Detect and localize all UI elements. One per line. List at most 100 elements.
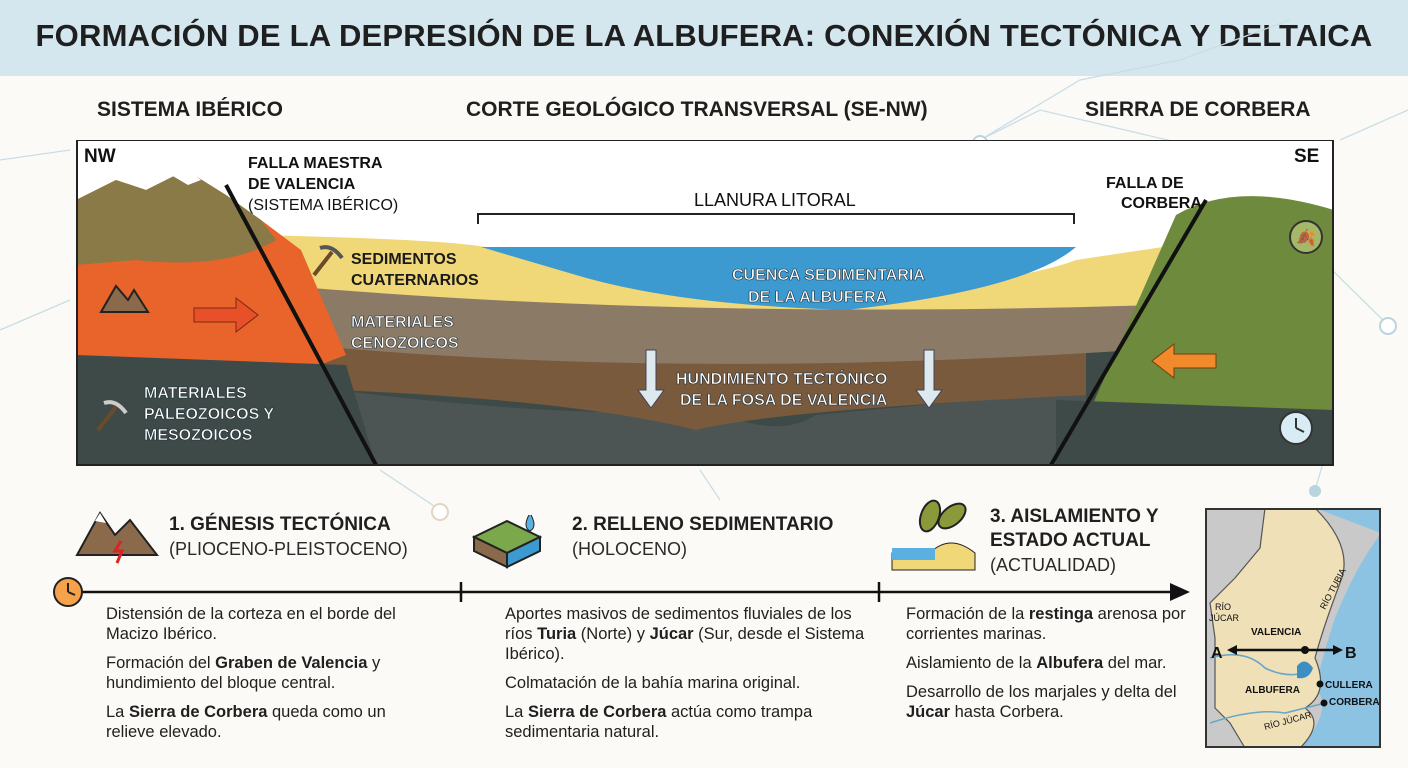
svg-text:MESOZOICOS: MESOZOICOS xyxy=(144,427,253,444)
text-segment: La xyxy=(505,703,528,721)
header-sistema-iberico: SISTEMA IBÉRICO xyxy=(97,98,283,121)
timeline xyxy=(53,577,1190,607)
falla-corbera-line xyxy=(1049,198,1208,465)
cenozoicos-label: MATERIALES xyxy=(351,314,454,331)
map-label-valencia: VALENCIA xyxy=(1251,627,1301,638)
text-segment: Colmatación de la bahía marina original. xyxy=(505,674,801,692)
text-segment: del mar. xyxy=(1103,654,1167,672)
highlight-term: Júcar xyxy=(649,625,694,643)
hundimiento-label: HUNDIMIENTO TECTÓNICO xyxy=(676,369,887,388)
text-segment: actúa como trampa sedimentaria natural. xyxy=(505,703,813,741)
svg-text:(SISTEMA IBÉRICO): (SISTEMA IBÉRICO) xyxy=(248,195,398,214)
location-map: A B VALENCIA ALBUFERA CULLERA CORBERA RÍ… xyxy=(1205,508,1381,748)
geologic-cross-section: 🍂 NW SE FALLA MAESTRA DE VALENCIA (SISTE… xyxy=(76,140,1334,466)
map-point-b: B xyxy=(1345,645,1357,662)
highlight-term: Sierra de Corbera xyxy=(527,703,667,721)
subsidence-arrow xyxy=(915,349,943,409)
map-label-rio-jucar: RÍO xyxy=(1215,602,1231,612)
paleozoicos-label: MATERIALES xyxy=(144,385,247,402)
stage-2-header: 2. RELLENO SEDIMENTARIO (HOLOCENO) xyxy=(572,513,833,561)
stage-paragraph: Formación del Graben de Valencia y hundi… xyxy=(106,653,436,693)
stage-paragraph: La Sierra de Corbera actúa como trampa s… xyxy=(505,702,865,742)
stage-paragraph: Distensión de la corteza en el borde del… xyxy=(106,604,436,644)
stage-2-description: Aportes masivos de sedimentos fluviales … xyxy=(505,604,865,751)
stage-3-title: 3. AISLAMIENTO Y xyxy=(990,506,1159,527)
terrain-water-drop-icon xyxy=(472,515,542,569)
llanura-label: LLANURA LITORAL xyxy=(694,190,856,210)
stage-3-description: Formación de la restinga arenosa por cor… xyxy=(906,604,1196,731)
pickaxe-icon xyxy=(96,400,128,432)
stage-1-subtitle: (PLIOCENO-PLEISTOCENO) xyxy=(169,539,408,559)
compression-arrow-left xyxy=(1151,342,1217,380)
svg-text:CUATERNARIOS: CUATERNARIOS xyxy=(351,272,479,289)
stage-1-title: 1. GÉNESIS TECTÓNICA xyxy=(169,514,391,535)
text-segment: y hundimiento del bloque central. xyxy=(106,654,381,692)
text-segment: hasta Corbera. xyxy=(950,703,1064,721)
albufera-lagoon xyxy=(1297,661,1313,679)
svg-text:🍂: 🍂 xyxy=(1296,228,1316,247)
map-label-corbera: CORBERA xyxy=(1329,697,1380,708)
mountain-icon xyxy=(99,284,150,313)
clock-icon xyxy=(53,577,83,607)
stage-paragraph: Formación de la restinga arenosa por cor… xyxy=(906,604,1196,644)
stage-paragraph: Aislamiento de la Albufera del mar. xyxy=(906,653,1196,673)
subsidence-arrow xyxy=(637,349,665,409)
highlight-term: Sierra de Corbera xyxy=(128,703,268,721)
text-segment: (Norte) y xyxy=(576,625,650,643)
se-label: SE xyxy=(1294,146,1319,167)
stage-paragraph: Desarrollo de los marjales y delta del J… xyxy=(906,682,1196,722)
pickaxe-icon xyxy=(312,245,344,277)
corbera-block xyxy=(1066,196,1334,465)
leaves-beach-icon xyxy=(891,499,976,571)
stage-2-subtitle: (HOLOCENO) xyxy=(572,539,688,559)
sedimentos-label: SEDIMENTOS xyxy=(351,251,457,268)
highlight-term: restinga xyxy=(1028,605,1094,623)
text-segment: Aportes masivos de sedimentos fluviales … xyxy=(505,605,852,643)
highlight-term: Graben de Valencia xyxy=(215,654,368,672)
text-segment: (Sur, desde el Sistema Ibérico). xyxy=(505,625,865,663)
svg-text:JÚCAR: JÚCAR xyxy=(1209,613,1240,623)
stage-paragraph: Aportes masivos de sedimentos fluviales … xyxy=(505,604,865,664)
timeline-arrow-icon xyxy=(1170,583,1190,601)
leaf-icon: 🍂 xyxy=(1289,220,1323,254)
text-segment: La xyxy=(106,703,129,721)
map-point-a: A xyxy=(1211,645,1223,662)
highlight-term: Albufera xyxy=(1036,654,1104,672)
map-label-cullera: CULLERA xyxy=(1325,680,1373,691)
header-corte-geologico: CORTE GEOLÓGICO TRANSVERSAL (SE-NW) xyxy=(466,98,928,121)
compression-arrow-right xyxy=(193,296,259,334)
svg-text:CORBERA: CORBERA xyxy=(1121,195,1202,212)
cuenca-label: CUENCA SEDIMENTARIA xyxy=(732,267,925,284)
page-title: FORMACIÓN DE LA DEPRESIÓN DE LA ALBUFERA… xyxy=(35,18,1373,53)
clock-icon xyxy=(1279,411,1313,445)
text-segment: arenosa por corrientes marinas. xyxy=(906,605,1186,643)
highlight-term: Júcar xyxy=(906,703,951,721)
stage-3-header: 3. AISLAMIENTO Y ESTADO ACTUAL (ACTUALID… xyxy=(990,506,1159,575)
stage-paragraph: La Sierra de Corbera queda como un relie… xyxy=(106,702,436,742)
cenozoic-layer xyxy=(286,280,1156,364)
stage-paragraph: Colmatación de la bahía marina original. xyxy=(505,673,865,693)
stage-3-subtitle: (ACTUALIDAD) xyxy=(990,555,1117,575)
text-segment: Aislamiento de la xyxy=(906,654,1037,672)
text-segment: Formación del xyxy=(106,654,216,672)
svg-text:DE LA FOSA DE VALENCIA: DE LA FOSA DE VALENCIA xyxy=(680,392,888,409)
text-segment: Desarrollo de los marjales y delta del xyxy=(906,683,1177,701)
map-label-albufera: ALBUFERA xyxy=(1245,685,1300,696)
falla-corbera-label: FALLA DE xyxy=(1106,175,1184,192)
llanura-bracket xyxy=(477,213,1075,224)
stage-2-title: 2. RELLENO SEDIMENTARIO xyxy=(572,514,834,535)
nw-label: NW xyxy=(84,146,116,167)
falla-maestra-label: FALLA MAESTRA xyxy=(248,155,383,172)
albufera-basin-water xyxy=(481,247,1076,310)
text-segment: queda como un relieve elevado. xyxy=(106,703,386,741)
highlight-term: Turia xyxy=(537,625,577,643)
svg-text:PALEOZOICOS Y: PALEOZOICOS Y xyxy=(144,406,274,423)
stage-1-header: 1. GÉNESIS TECTÓNICA (PLIOCENO-PLEISTOCE… xyxy=(169,513,408,561)
svg-text:DE LA ALBUFERA: DE LA ALBUFERA xyxy=(748,289,888,306)
falla-maestra-line xyxy=(224,184,378,465)
svg-text:CENOZOICOS: CENOZOICOS xyxy=(351,335,459,352)
stage-1-description: Distensión de la corteza en el borde del… xyxy=(106,604,436,751)
svg-text:DE VALENCIA: DE VALENCIA xyxy=(248,176,356,193)
header-sierra-corbera: SIERRA DE CORBERA xyxy=(1085,98,1311,121)
text-segment: Distensión de la corteza en el borde del… xyxy=(106,605,396,643)
